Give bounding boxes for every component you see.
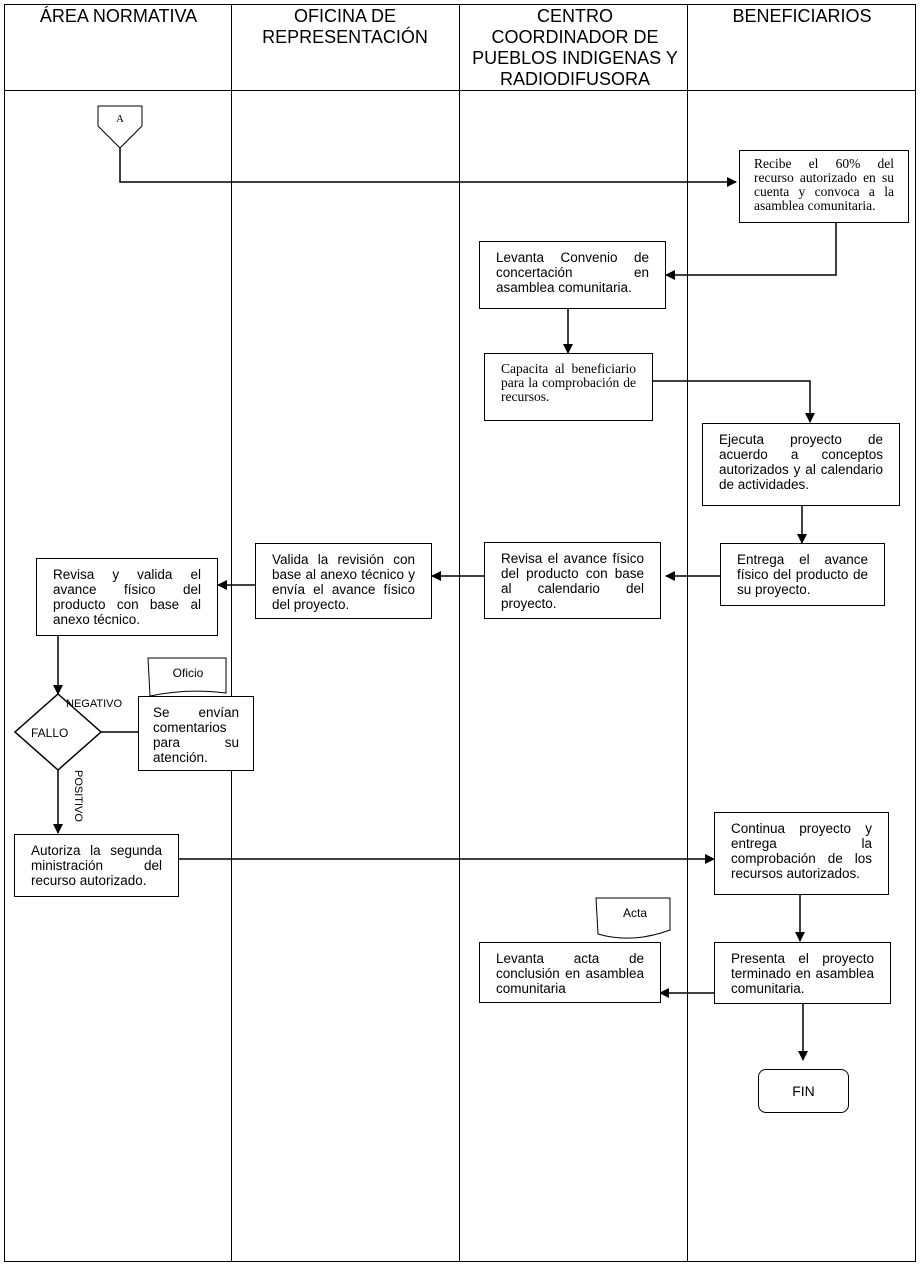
lane-title-area-normativa: ÁREA NORMATIVA: [39, 6, 198, 26]
off-page-connector-shape: [97, 105, 143, 149]
decision-label: FALLO: [31, 726, 69, 740]
negativo-label: NEGATIVO: [66, 698, 123, 710]
step-autoriza-ministracion: Autoriza la segunda ministración del rec…: [14, 834, 179, 897]
oficio-label: Oficio: [172, 666, 204, 680]
step-revisa-valida: Revisa y valida el avance físico del pro…: [36, 558, 218, 636]
lane-title-centro-coordinador: CENTRO COORDINADOR DE PUEBLOS INDIGENAS …: [472, 6, 678, 89]
oficio-document-shape: [147, 657, 227, 697]
acta-label: Acta: [622, 906, 647, 920]
lane-divider: [687, 4, 688, 1262]
step-entrega-avance: Entrega el avance físico del producto de…: [720, 543, 885, 606]
lane-title-beneficiarios: BENEFICIARIOS: [732, 6, 872, 26]
step-recibe-recurso: Recibe el 60% del recurso autorizado en …: [739, 150, 909, 223]
step-envian-comentarios: Se envían comentarios para su atención.: [138, 696, 254, 771]
step-revisa-avance: Revisa el avance físico del producto con…: [484, 542, 661, 619]
lane-divider: [231, 4, 232, 1262]
step-ejecuta-proyecto: Ejecuta proyecto de acuerdo a conceptos …: [702, 423, 900, 506]
step-continua-proyecto: Continua proyecto y entrega la comprobac…: [714, 812, 889, 895]
acta-document-shape: [595, 897, 671, 939]
diagram-frame: [4, 4, 916, 1262]
lane-title-oficina: OFICINA DE REPRESENTACIÓN: [262, 6, 428, 47]
header-divider: [4, 90, 916, 91]
step-levanta-acta: Levanta acta de conclusión en asamblea c…: [479, 942, 661, 1003]
step-capacita: Capacita al beneficiario para la comprob…: [484, 353, 653, 421]
lane-divider: [459, 4, 460, 1262]
step-levanta-convenio: Levanta Convenio de concertación en asam…: [479, 241, 666, 309]
end-terminator: FIN: [758, 1069, 849, 1113]
decision-diamond-shape: [13, 692, 103, 772]
step-presenta-proyecto: Presenta el proyecto terminado en asambl…: [714, 942, 891, 1004]
connector-label: A: [116, 113, 124, 125]
step-valida-revision: Valida la revisión con base al anexo téc…: [255, 543, 432, 619]
positivo-label: POSITIVO: [72, 770, 84, 822]
